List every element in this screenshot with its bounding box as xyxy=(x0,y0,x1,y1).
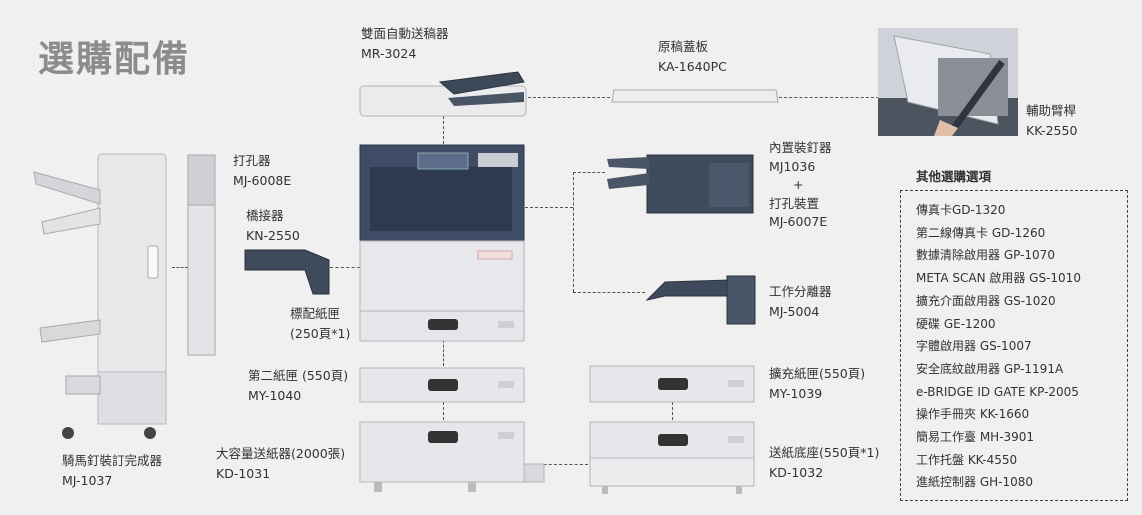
label-lcf-model: KD-1031 xyxy=(216,466,271,481)
other-option-item: META SCAN 啟用器 GS-1010 xyxy=(916,271,1081,286)
connector-adf xyxy=(443,116,444,144)
label-feed-base-name: 送紙底座(550頁*1) xyxy=(769,445,880,460)
connector-right-vertical xyxy=(573,172,574,292)
other-option-item: 進紙控制器 GH-1080 xyxy=(916,475,1034,490)
label-inner-finisher-plus: + xyxy=(793,177,804,192)
adf-image xyxy=(359,71,527,117)
other-option-item: 數據清除啟用器 GP-1070 xyxy=(916,248,1055,263)
assist-arm-image xyxy=(878,28,1018,136)
label-second-tray-name: 第二紙匣 (550頁) xyxy=(248,368,349,383)
label-cover-name: 原稿蓋板 xyxy=(658,39,709,54)
label-punch: 打孔器 MJ-6008E xyxy=(233,151,291,191)
label-std-tray-name: 標配紙匣 xyxy=(290,306,341,321)
other-option-item: 操作手冊夾 KK-1660 xyxy=(916,407,1030,422)
other-option-item: 第二線傳真卡 GD-1260 xyxy=(916,225,1046,240)
label-bridge: 橋接器 KN-2550 xyxy=(246,206,300,246)
other-option-item: 字體啟用器 GS-1007 xyxy=(916,339,1032,354)
connector-saddle-punch xyxy=(172,267,188,268)
label-arm: 輔助臂桿 KK-2550 xyxy=(1026,101,1077,141)
other-option-item: 擴充介面啟用器 GS-1020 xyxy=(916,293,1056,308)
label-adf-name: 雙面自動送稿器 xyxy=(361,26,449,41)
other-option-item: 傳真卡GD-1320 xyxy=(916,203,1006,217)
feed-base-image xyxy=(589,421,755,494)
label-arm-name: 輔助臂桿 xyxy=(1026,103,1077,118)
other-option-item: 簡易工作臺 MH-3901 xyxy=(916,430,1035,445)
connector-right xyxy=(525,207,573,208)
connector-feed-base xyxy=(672,402,673,420)
label-std-tray: 標配紙匣 (250頁*1) xyxy=(290,304,350,344)
label-ext-tray: 擴充紙匣(550頁) MY-1039 xyxy=(769,364,865,404)
connector-ext-tray xyxy=(528,464,588,465)
label-inner-finisher-name2: 打孔裝置 xyxy=(769,195,820,211)
connector-arm xyxy=(779,97,879,98)
label-feed-base: 送紙底座(550頁*1) KD-1032 xyxy=(769,443,879,483)
label-saddle: 騎馬釘裝訂完成器 MJ-1037 xyxy=(62,451,162,491)
label-lcf: 大容量送紙器(2000張) KD-1031 xyxy=(216,444,345,484)
label-adf: 雙面自動送稿器 MR-3024 xyxy=(361,24,449,64)
label-inner-finisher-name: 內置裝釘器 xyxy=(769,140,832,155)
connector-lcf xyxy=(443,402,444,420)
label-separator: 工作分離器 MJ-5004 xyxy=(769,282,832,322)
label-inner-finisher-model2: MJ-6007E xyxy=(769,214,828,229)
label-separator-name: 工作分離器 xyxy=(769,284,832,299)
connector-separator xyxy=(573,292,645,293)
label-separator-model: MJ-5004 xyxy=(769,304,820,319)
label-second-tray-model: MY-1040 xyxy=(248,388,302,403)
label-lcf-name: 大容量送紙器(2000張) xyxy=(216,446,346,461)
label-cover-model: KA-1640PC xyxy=(658,59,727,74)
connector-bridge xyxy=(330,267,360,268)
label-feed-base-model: KD-1032 xyxy=(769,465,824,480)
label-cover: 原稿蓋板 KA-1640PC xyxy=(658,37,727,77)
other-option-item: 硬碟 GE-1200 xyxy=(916,316,996,331)
other-options-title: 其他選購選項 xyxy=(916,169,992,184)
inner-finisher-image xyxy=(607,154,754,214)
label-punch-model: MJ-6008E xyxy=(233,173,292,188)
label-bridge-name: 橋接器 xyxy=(246,208,284,223)
label-adf-model: MR-3024 xyxy=(361,46,417,61)
job-separator-image xyxy=(645,275,756,325)
connector-cover xyxy=(528,97,610,98)
other-option-item: 工作托盤 KK-4550 xyxy=(916,452,1018,467)
label-saddle-model: MJ-1037 xyxy=(62,473,113,488)
punch-unit-image xyxy=(187,154,216,356)
label-inner-finisher-model: MJ1036 xyxy=(769,158,816,174)
label-ext-tray-model: MY-1039 xyxy=(769,386,823,401)
label-punch-name: 打孔器 xyxy=(233,153,271,168)
mfp-main-unit-image xyxy=(359,144,525,342)
bridge-kit-image xyxy=(244,249,330,295)
label-inner-finisher: 內置裝釘器 MJ1036 + 打孔裝置 MJ-6007E xyxy=(769,139,832,232)
connector-second-tray xyxy=(443,340,444,366)
page-title: 選購配備 xyxy=(38,39,191,80)
original-cover-image xyxy=(611,89,779,103)
second-tray-image xyxy=(359,367,525,403)
label-bridge-model: KN-2550 xyxy=(246,228,300,243)
label-arm-model: KK-2550 xyxy=(1026,123,1078,138)
label-second-tray: 第二紙匣 (550頁) MY-1040 xyxy=(248,366,348,406)
expansion-tray-image xyxy=(589,365,755,403)
label-saddle-name: 騎馬釘裝訂完成器 xyxy=(62,453,163,468)
other-option-item: 安全底紋啟用器 GP-1191A xyxy=(916,361,1064,376)
label-ext-tray-name: 擴充紙匣(550頁) xyxy=(769,366,866,381)
lcf-image xyxy=(359,421,545,492)
label-std-tray-model: (250頁*1) xyxy=(290,326,351,341)
connector-inner-finisher xyxy=(573,172,605,173)
saddle-finisher-image xyxy=(33,153,167,439)
other-option-item: e-BRIDGE ID GATE KP-2005 xyxy=(916,384,1079,399)
